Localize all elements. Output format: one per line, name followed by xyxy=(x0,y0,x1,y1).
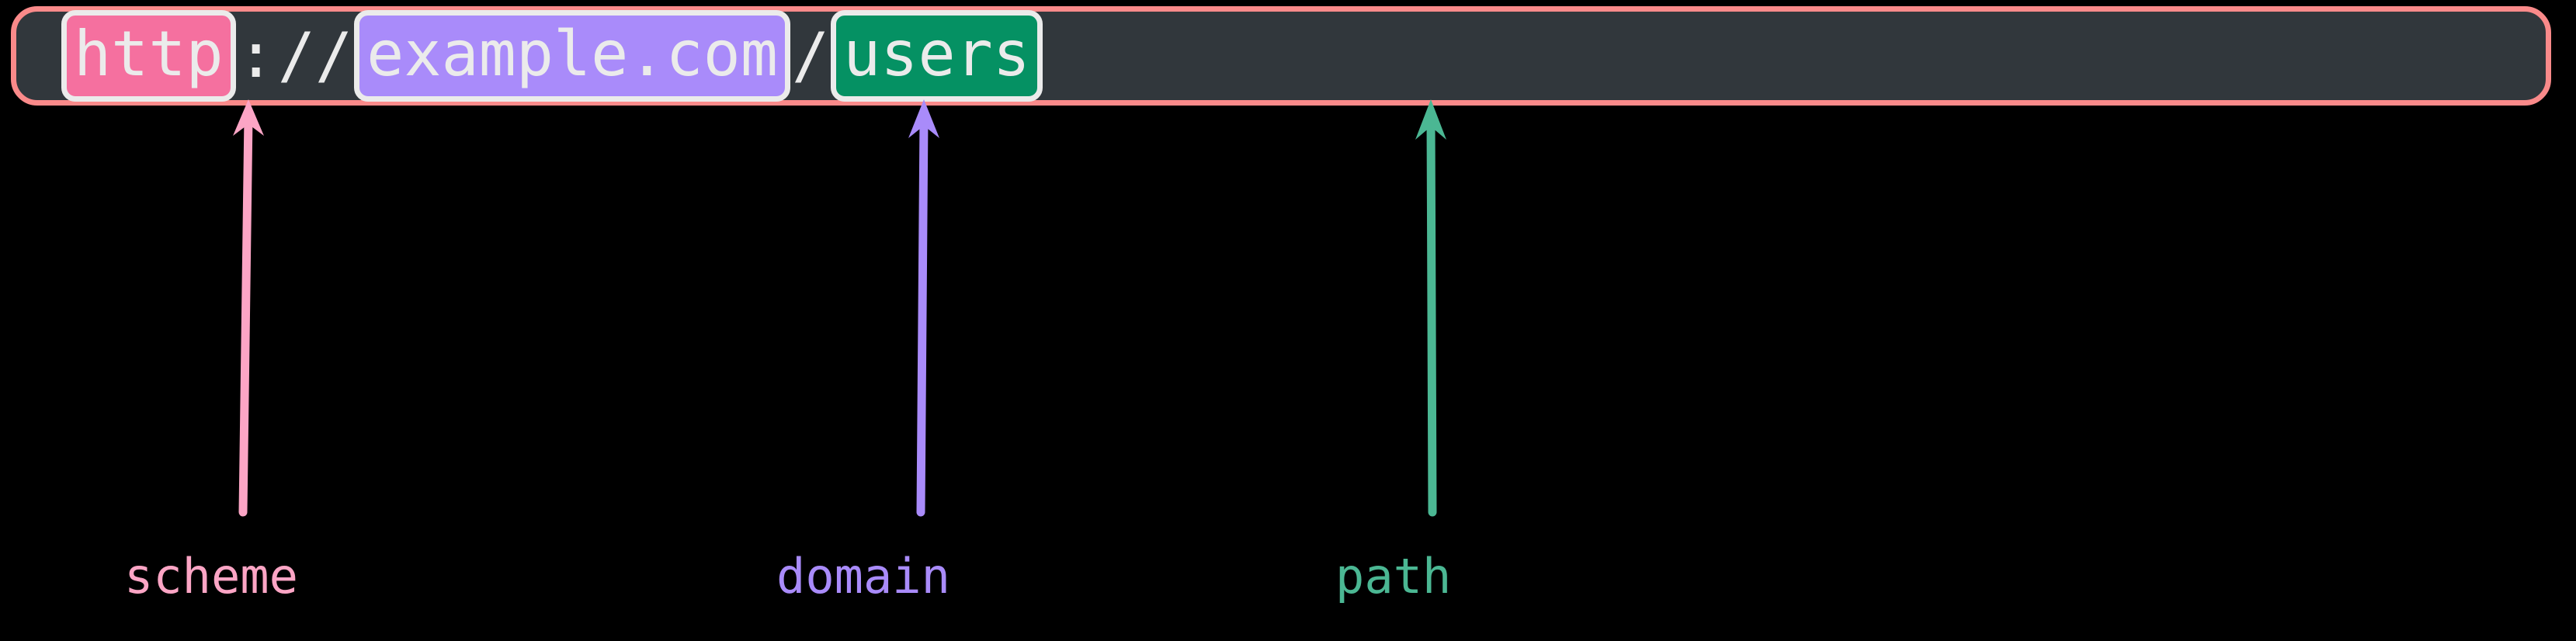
url-separator-colon: : xyxy=(237,19,275,92)
url-part-domain[interactable]: example.com xyxy=(354,10,790,102)
path-arrow xyxy=(1415,99,1446,517)
legend-label-scheme: scheme xyxy=(124,548,298,605)
url-separator-double-slash: // xyxy=(277,19,353,92)
url-separator-slash: / xyxy=(791,19,830,92)
url-text-row: http : // example.com / users xyxy=(61,10,1043,102)
legend-label-path: path xyxy=(1335,548,1452,605)
url-part-scheme[interactable]: http xyxy=(61,10,236,102)
url-bar[interactable]: http : // example.com / users xyxy=(11,6,2551,106)
domain-arrow xyxy=(908,99,939,517)
scheme-arrow xyxy=(233,99,264,517)
url-part-path[interactable]: users xyxy=(831,10,1043,102)
legend-label-domain: domain xyxy=(776,548,950,605)
